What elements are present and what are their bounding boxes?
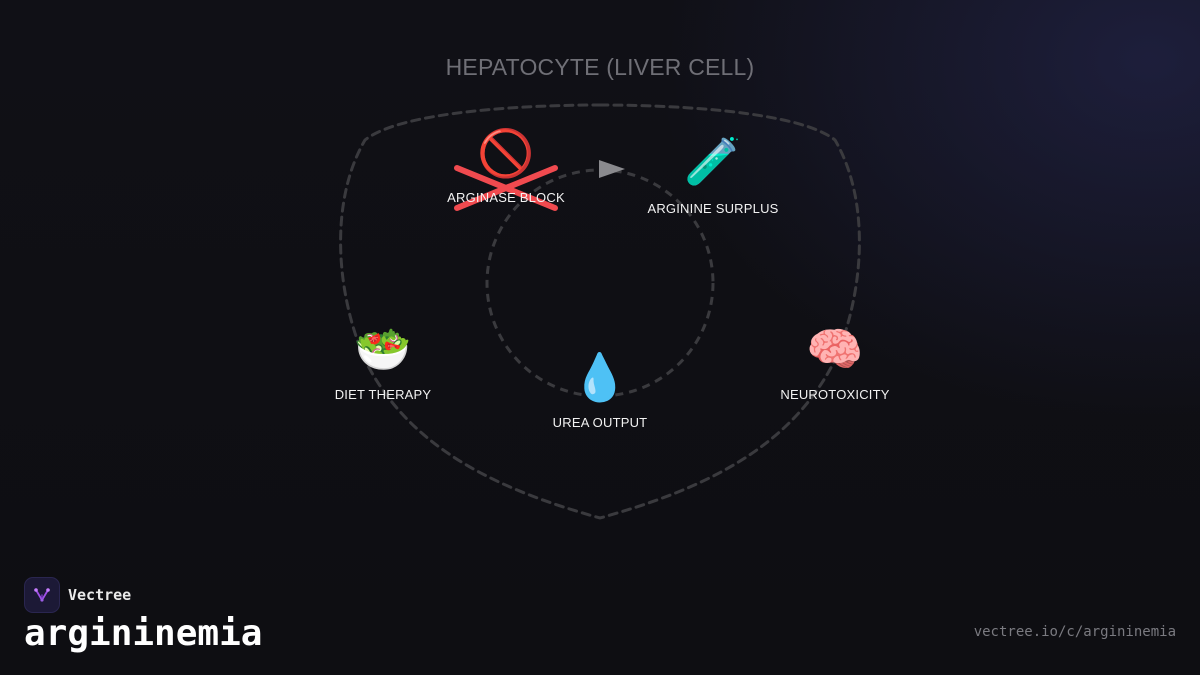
node-arginine-surplus: 🧪 ARGININE SURPLUS	[613, 134, 813, 216]
cell-membrane-outline	[339, 103, 861, 520]
vectree-logo-icon	[24, 577, 60, 613]
droplet-icon: 💧	[571, 351, 629, 403]
blocked-cross-icon	[454, 165, 558, 211]
node-label: UREA OUTPUT	[552, 415, 648, 430]
brand[interactable]: Vectree	[24, 577, 131, 613]
brand-name: Vectree	[68, 586, 132, 604]
no-entry-icon: 🚫	[477, 127, 535, 179]
node-label: ARGINASE BLOCK	[447, 190, 565, 205]
node-arginase-block: 🚫 ARGINASE BLOCK	[406, 126, 606, 205]
node-label: NEUROTOXICITY	[780, 387, 890, 402]
node-diet-therapy: 🥗 DIET THERAPY	[283, 322, 483, 402]
brain-icon: 🧠	[806, 323, 864, 375]
node-urea-output: 💧 UREA OUTPUT	[500, 350, 700, 430]
diagram-title: HEPATOCYTE (LIVER CELL)	[445, 54, 755, 80]
test-tube-icon: 🧪	[684, 135, 742, 187]
topic-url[interactable]: vectree.io/c/argininemia	[973, 624, 1176, 640]
topic-title: argininemia	[24, 613, 263, 654]
cycle-arrow-icon	[599, 160, 625, 178]
node-label: ARGININE SURPLUS	[647, 201, 779, 216]
urea-cycle-circle	[485, 168, 715, 398]
salad-icon: 🥗	[354, 323, 412, 375]
node-label: DIET THERAPY	[334, 387, 432, 402]
node-neurotoxicity: 🧠 NEUROTOXICITY	[735, 322, 935, 402]
